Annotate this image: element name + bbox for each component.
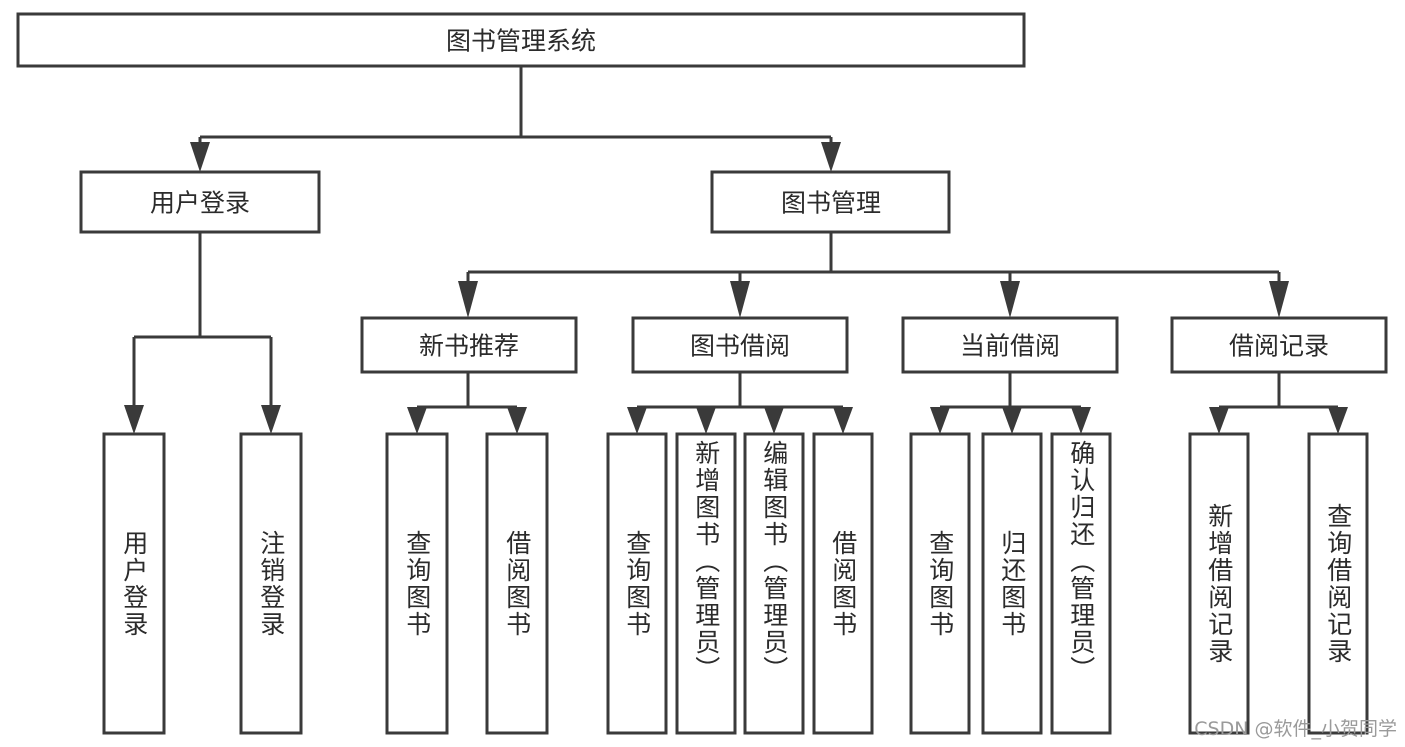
node-borrow-record[interactable]: 借阅记录 (1170, 316, 1388, 374)
node-leaf-add-record-box[interactable] (1188, 432, 1250, 735)
watermark-text: CSDN @软件_小贺同学 (1194, 718, 1397, 740)
node-current-borrow-label: 当前借阅 (960, 332, 1060, 361)
arrow-book-manage-to-borrow-record (1269, 281, 1289, 318)
connector-group-user-login (124, 232, 281, 434)
node-leaf-edit-book-box[interactable] (743, 432, 805, 735)
node-new-book-rec-box[interactable] (360, 316, 578, 374)
node-book-borrow-box[interactable] (631, 316, 849, 374)
arrow-book-borrow-to-query-book (627, 407, 647, 434)
node-leaf-logout-box[interactable] (239, 432, 303, 735)
node-book-manage-box[interactable] (710, 170, 951, 234)
arrow-root-to-user-login (190, 142, 210, 172)
node-root[interactable]: 图书管理系统 (16, 12, 1026, 68)
arrow-current-borrow-to-query-book (930, 407, 950, 434)
arrow-book-manage-to-current-borrow (1000, 281, 1020, 318)
node-user-login[interactable]: 用户登录 (79, 170, 321, 234)
node-leaf-borrow-book-2-box[interactable] (812, 432, 874, 735)
node-root-label: 图书管理系统 (446, 27, 596, 56)
node-leaf-query-record-box[interactable] (1307, 432, 1369, 735)
node-new-book-rec[interactable]: 新书推荐 (360, 316, 578, 374)
node-book-manage[interactable]: 图书管理 (710, 170, 951, 234)
arrow-book-borrow-to-add-book (696, 407, 716, 434)
node-new-book-rec-label: 新书推荐 (419, 332, 519, 361)
connector-group-book-manage (458, 232, 1289, 318)
arrow-current-borrow-to-return-book (1002, 407, 1022, 434)
connector-group-current-borrow (930, 372, 1091, 434)
arrow-new-book-rec-to-query-book (407, 407, 427, 434)
node-leaf-add-book-box[interactable] (675, 432, 737, 735)
node-current-borrow-box[interactable] (901, 316, 1119, 374)
node-leaf-borrow-book-1-box[interactable] (485, 432, 549, 735)
node-book-borrow[interactable]: 图书借阅 (631, 316, 849, 374)
arrow-user-login-to-leaf-logout (261, 405, 281, 434)
arrow-borrow-record-to-add-record (1209, 407, 1229, 434)
node-current-borrow[interactable]: 当前借阅 (901, 316, 1119, 374)
node-leaf-query-book-3-box[interactable] (909, 432, 971, 735)
node-root-box[interactable] (16, 12, 1026, 68)
arrow-new-book-rec-to-borrow-book (507, 407, 527, 434)
node-user-login-label: 用户登录 (150, 189, 250, 218)
arrow-current-borrow-to-confirm-return (1071, 407, 1091, 434)
node-book-borrow-label: 图书借阅 (690, 332, 790, 361)
node-leaf-user-login-box[interactable] (102, 432, 166, 735)
node-leaf-return-book-box[interactable] (981, 432, 1043, 735)
arrow-book-borrow-to-edit-book (764, 407, 784, 434)
arrow-book-manage-to-new-book-rec (458, 281, 478, 318)
arrow-root-to-book-manage (821, 142, 841, 172)
node-borrow-record-label: 借阅记录 (1229, 332, 1329, 361)
arrow-user-login-to-leaf-user-login (124, 405, 144, 434)
connector-group-book-borrow (627, 372, 853, 434)
connector-group-root (190, 66, 841, 172)
arrow-book-borrow-to-borrow-book (833, 407, 853, 434)
node-leaf-confirm-return-box[interactable] (1050, 432, 1112, 735)
node-leaf-query-book-2-box[interactable] (606, 432, 668, 735)
node-user-login-box[interactable] (79, 170, 321, 234)
connector-group-borrow-record (1209, 372, 1348, 434)
connector-group-new-book-rec (407, 372, 527, 434)
arrow-book-manage-to-book-borrow (730, 281, 750, 318)
node-book-manage-label: 图书管理 (781, 189, 881, 218)
node-borrow-record-box[interactable] (1170, 316, 1388, 374)
node-leaf-query-book-1-box[interactable] (385, 432, 449, 735)
arrow-borrow-record-to-query-record (1328, 407, 1348, 434)
